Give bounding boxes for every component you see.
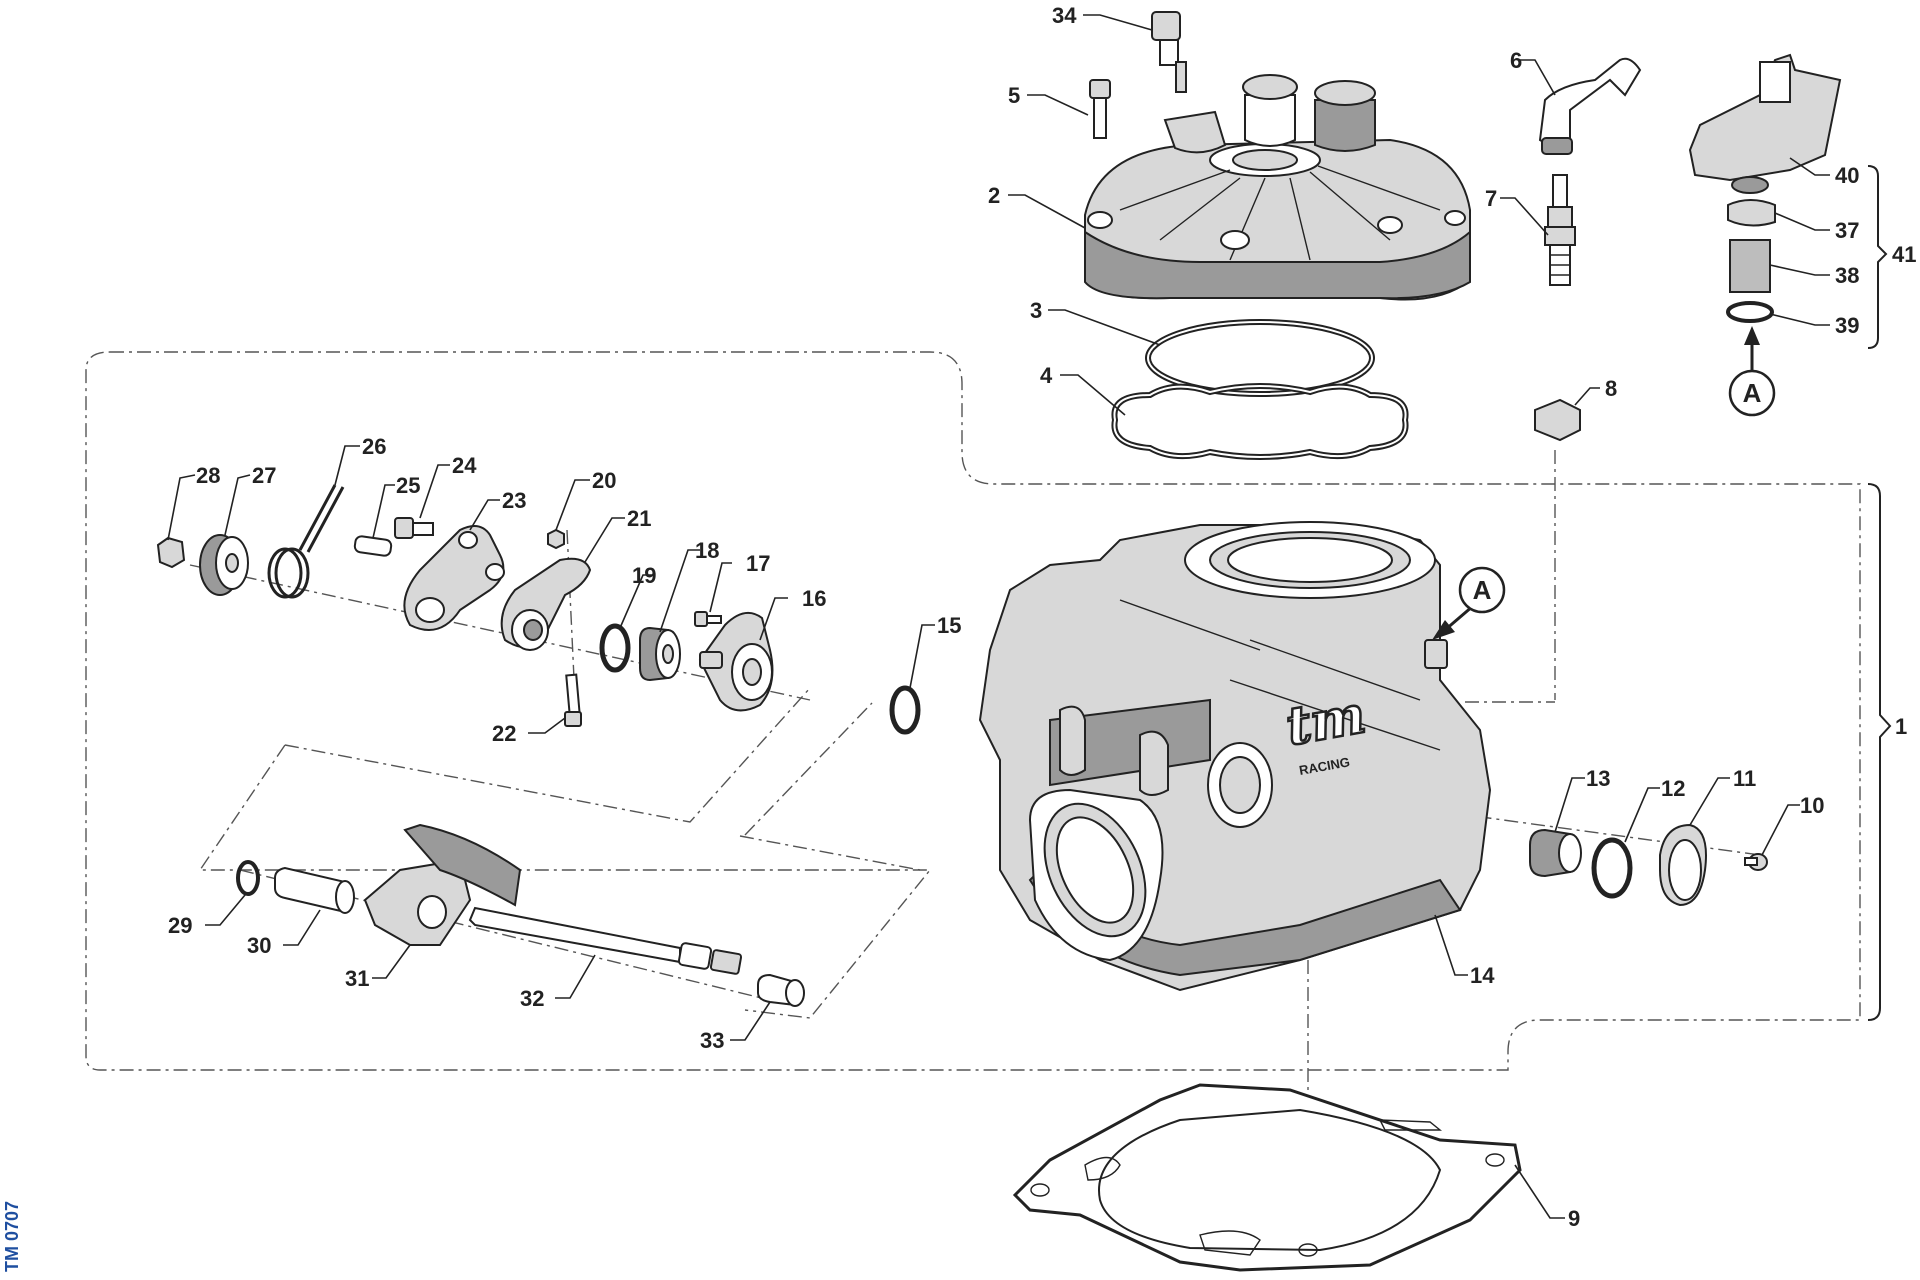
callout-30: 30 (247, 933, 271, 958)
pv-slide-31 (363, 823, 522, 946)
pressure-sensor (1688, 53, 1842, 194)
power-valve-frame-a (198, 744, 932, 1019)
callout-2: 2 (988, 183, 1000, 208)
pv-lever-23 (403, 525, 505, 631)
callout-22: 22 (492, 721, 516, 746)
stud-nut (1534, 398, 1581, 442)
pv-bushing-30 (274, 866, 355, 914)
callout-23: 23 (502, 488, 526, 513)
pv-shaft-32 (468, 906, 743, 975)
callout-5: 5 (1008, 83, 1020, 108)
pv-pin-25 (353, 535, 393, 557)
callout-8: 8 (1605, 376, 1617, 401)
power-valve-frame-d (744, 702, 873, 836)
detail-marker-a-cylinder: A (1458, 566, 1506, 614)
pv-lever-21 (500, 557, 592, 651)
cylinder-body (978, 521, 1492, 992)
callout-39: 39 (1835, 313, 1859, 338)
pv-nut-28 (156, 536, 186, 569)
pv-bushing-13 (1529, 828, 1582, 878)
pv-spring-26 (267, 484, 345, 599)
pv-o-ring-12 (1591, 837, 1633, 899)
assembly-bracket-41 (1867, 165, 1888, 349)
document-reference: TM 0707 (2, 1201, 22, 1272)
callout-9: 9 (1568, 1206, 1580, 1231)
detail-marker-a-lower: A (1728, 369, 1776, 417)
pv-bolt-24 (394, 517, 434, 539)
callout-27: 27 (252, 463, 276, 488)
hose-38 (1729, 239, 1771, 293)
callout-37: 37 (1835, 218, 1859, 243)
pv-circlip-15 (889, 685, 921, 735)
pv-screw-17 (694, 611, 722, 627)
svg-text:A: A (1473, 575, 1492, 605)
svg-text:A: A (1743, 378, 1762, 408)
spark-plug (1544, 174, 1576, 286)
cylinder-logo: tm (1282, 684, 1370, 758)
pv-cover-16 (698, 611, 774, 712)
callout-13: 13 (1586, 766, 1610, 791)
callout-28: 28 (196, 463, 220, 488)
callout-3: 3 (1030, 298, 1042, 323)
pv-bushing-18 (639, 626, 681, 682)
head-bolt (1089, 79, 1111, 139)
callout-4: 4 (1040, 363, 1053, 388)
base-gasket (1012, 1083, 1522, 1272)
power-valve-frame-b (284, 687, 811, 823)
temperature-sensor (1151, 11, 1187, 93)
assembly-bracket-1 (1867, 483, 1892, 1021)
callout-21: 21 (627, 506, 651, 531)
cylinder-head (1084, 74, 1471, 301)
callout-41: 41 (1892, 242, 1916, 267)
callout-7: 7 (1485, 186, 1497, 211)
pv-circlip-19 (599, 623, 631, 673)
callout-31: 31 (345, 966, 369, 991)
callout-labels: 34 5 2 3 4 6 7 8 40 37 38 39 41 1 28 27 … (168, 3, 1916, 1231)
callout-18: 18 (695, 538, 719, 563)
pv-screw-10 (1744, 853, 1768, 871)
callout-1: 1 (1895, 714, 1907, 739)
callout-10: 10 (1800, 793, 1824, 818)
leader-lines (167, 14, 1830, 1219)
callout-32: 32 (520, 986, 544, 1011)
callout-34: 34 (1052, 3, 1077, 28)
callout-29: 29 (168, 913, 192, 938)
callout-25: 25 (396, 473, 420, 498)
callout-33: 33 (700, 1028, 724, 1053)
callout-14: 14 (1470, 963, 1495, 988)
callout-40: 40 (1835, 163, 1859, 188)
pv-circlip-29 (236, 860, 260, 896)
power-valve-frame-c (739, 835, 921, 871)
hose-clamp-39 (1726, 301, 1774, 323)
hose-clip-37 (1727, 199, 1776, 227)
spark-plug-cap (1538, 57, 1642, 155)
pv-cap-27 (199, 534, 249, 596)
axis-left-shaft (189, 564, 811, 701)
callout-26: 26 (362, 434, 386, 459)
callout-12: 12 (1661, 776, 1685, 801)
callout-38: 38 (1835, 263, 1859, 288)
pv-bushing-33 (757, 973, 805, 1007)
callout-17: 17 (746, 551, 770, 576)
pv-cap-11 (1659, 823, 1707, 907)
callout-16: 16 (802, 586, 826, 611)
callout-11: 11 (1733, 766, 1756, 791)
callout-24: 24 (452, 453, 477, 478)
cylinder-assembly-boundary (85, 351, 1861, 1071)
callout-19: 19 (632, 563, 656, 588)
callout-15: 15 (937, 613, 961, 638)
pv-nut-20 (547, 528, 565, 550)
callout-6: 6 (1510, 48, 1522, 73)
callout-20: 20 (592, 468, 616, 493)
pv-bolt-22 (564, 673, 582, 727)
